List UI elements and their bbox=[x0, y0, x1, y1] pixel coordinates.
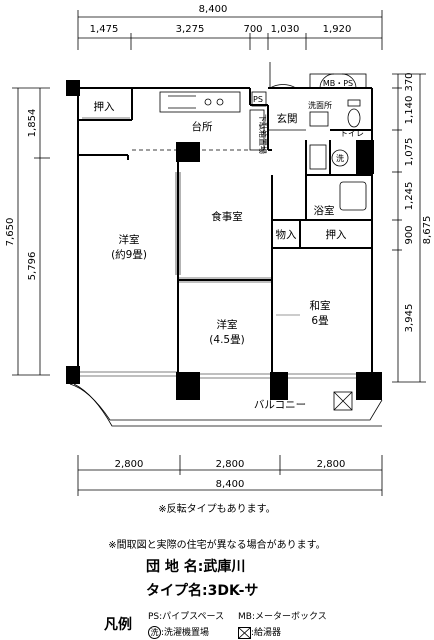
type-name: 3DK-サ bbox=[207, 583, 259, 599]
label-geta: 下駄箱置場 bbox=[258, 114, 268, 154]
type-label: タイプ名: bbox=[146, 583, 208, 599]
dim-left-inner: 5,796 bbox=[27, 252, 38, 281]
dim-right-1245: 1,245 bbox=[404, 182, 415, 211]
dim-top-seg-4: 1,030 bbox=[271, 24, 300, 35]
label-mb-ps: MB・PS bbox=[323, 79, 353, 88]
label-western-small: 洋室 bbox=[217, 318, 238, 331]
legend-sentaku-text: :洗濯機置場 bbox=[161, 628, 210, 638]
sentaku-mark-icon: 洗 bbox=[148, 626, 161, 639]
top-dimensions bbox=[77, 10, 383, 50]
label-senmenjo: 洗面所 bbox=[308, 100, 332, 110]
left-dimensions bbox=[12, 87, 50, 376]
dim-bottom-seg-3: 2,800 bbox=[317, 459, 346, 470]
dim-top-seg-2: 3,275 bbox=[176, 24, 205, 35]
label-oshiire-right: 押入 bbox=[326, 228, 347, 241]
legend-kyuto: :給湯器 bbox=[238, 625, 281, 639]
type-row: タイプ名:3DK-サ bbox=[146, 580, 258, 600]
label-toilet: トイレ bbox=[340, 129, 364, 138]
dim-right-1075: 1,075 bbox=[404, 138, 415, 167]
label-western-large-size: (約9畳) bbox=[111, 248, 147, 261]
label-sentaku: 洗 bbox=[336, 153, 344, 163]
washroom-fixtures bbox=[309, 111, 349, 170]
legend-mb: MB:メーターボックス bbox=[238, 612, 327, 622]
label-western-large: 洋室 bbox=[119, 233, 140, 246]
label-bath: 浴室 bbox=[314, 204, 335, 217]
reverse-note: ※反転タイプもあります。 bbox=[158, 504, 276, 515]
label-dining: 食事室 bbox=[211, 210, 243, 223]
legend-ps: PS:パイプスペース bbox=[148, 612, 225, 622]
label-balcony: バルコニー bbox=[254, 399, 306, 411]
pillars bbox=[66, 80, 382, 400]
dim-right-1140: 1,140 bbox=[404, 96, 415, 125]
right-dimensions bbox=[392, 73, 426, 383]
label-kitchen: 台所 bbox=[192, 120, 213, 133]
legend-kyuto-text: :給湯器 bbox=[251, 628, 282, 638]
dim-left-outer: 7,650 bbox=[5, 218, 16, 247]
legend-title: 凡例 bbox=[104, 617, 132, 633]
dim-bottom-seg-2: 2,800 bbox=[216, 459, 245, 470]
label-monoire: 物入 bbox=[276, 228, 297, 241]
dim-top-seg-5: 1,920 bbox=[323, 24, 352, 35]
label-washitsu: 和室 bbox=[310, 299, 331, 312]
estate-label: 団 地 名: bbox=[146, 559, 204, 575]
dim-top-total: 8,400 bbox=[199, 4, 228, 15]
mb-ps-box bbox=[309, 73, 367, 89]
dim-bottom-seg-1: 2,800 bbox=[115, 459, 144, 470]
dim-left-top: 1,854 bbox=[27, 109, 38, 138]
estate-row: 団 地 名:武庫川 bbox=[146, 556, 245, 576]
estate-name: 武庫川 bbox=[203, 559, 246, 575]
legend-sentaku: 洗:洗濯機置場 bbox=[148, 625, 209, 639]
balcony-outline bbox=[69, 383, 383, 427]
label-oshiire-left: 押入 bbox=[94, 100, 115, 113]
disclaimer-note: ※間取図と実際の住宅が異なる場合があります。 bbox=[108, 540, 326, 551]
toilet-fixture bbox=[347, 99, 361, 128]
bathtub bbox=[339, 181, 367, 211]
bottom-dimensions bbox=[77, 455, 383, 496]
dim-right-3945: 3,945 bbox=[404, 304, 415, 333]
label-ps: PS bbox=[253, 95, 263, 104]
dim-top-seg-3: 700 bbox=[243, 24, 262, 35]
water-heater-icon bbox=[238, 626, 251, 639]
kitchen-counter bbox=[159, 91, 241, 113]
label-washitsu-size: 6畳 bbox=[311, 315, 329, 327]
dim-right-900: 900 bbox=[404, 225, 415, 244]
sliding-doors bbox=[78, 154, 356, 379]
genkan-area bbox=[249, 62, 306, 151]
dim-right-370: 370 bbox=[404, 72, 415, 91]
label-western-small-size: (4.5畳) bbox=[209, 334, 244, 346]
floor-plan: 8,400 1,475 3,275 700 1,030 1,920 7,650 … bbox=[5, 4, 433, 496]
dim-bottom-total: 8,400 bbox=[216, 479, 245, 490]
dim-right-total: 8,675 bbox=[422, 216, 433, 245]
label-genkan: 玄関 bbox=[277, 112, 298, 125]
dashed-boundaries bbox=[132, 149, 273, 374]
dim-top-seg-1: 1,475 bbox=[90, 24, 119, 35]
